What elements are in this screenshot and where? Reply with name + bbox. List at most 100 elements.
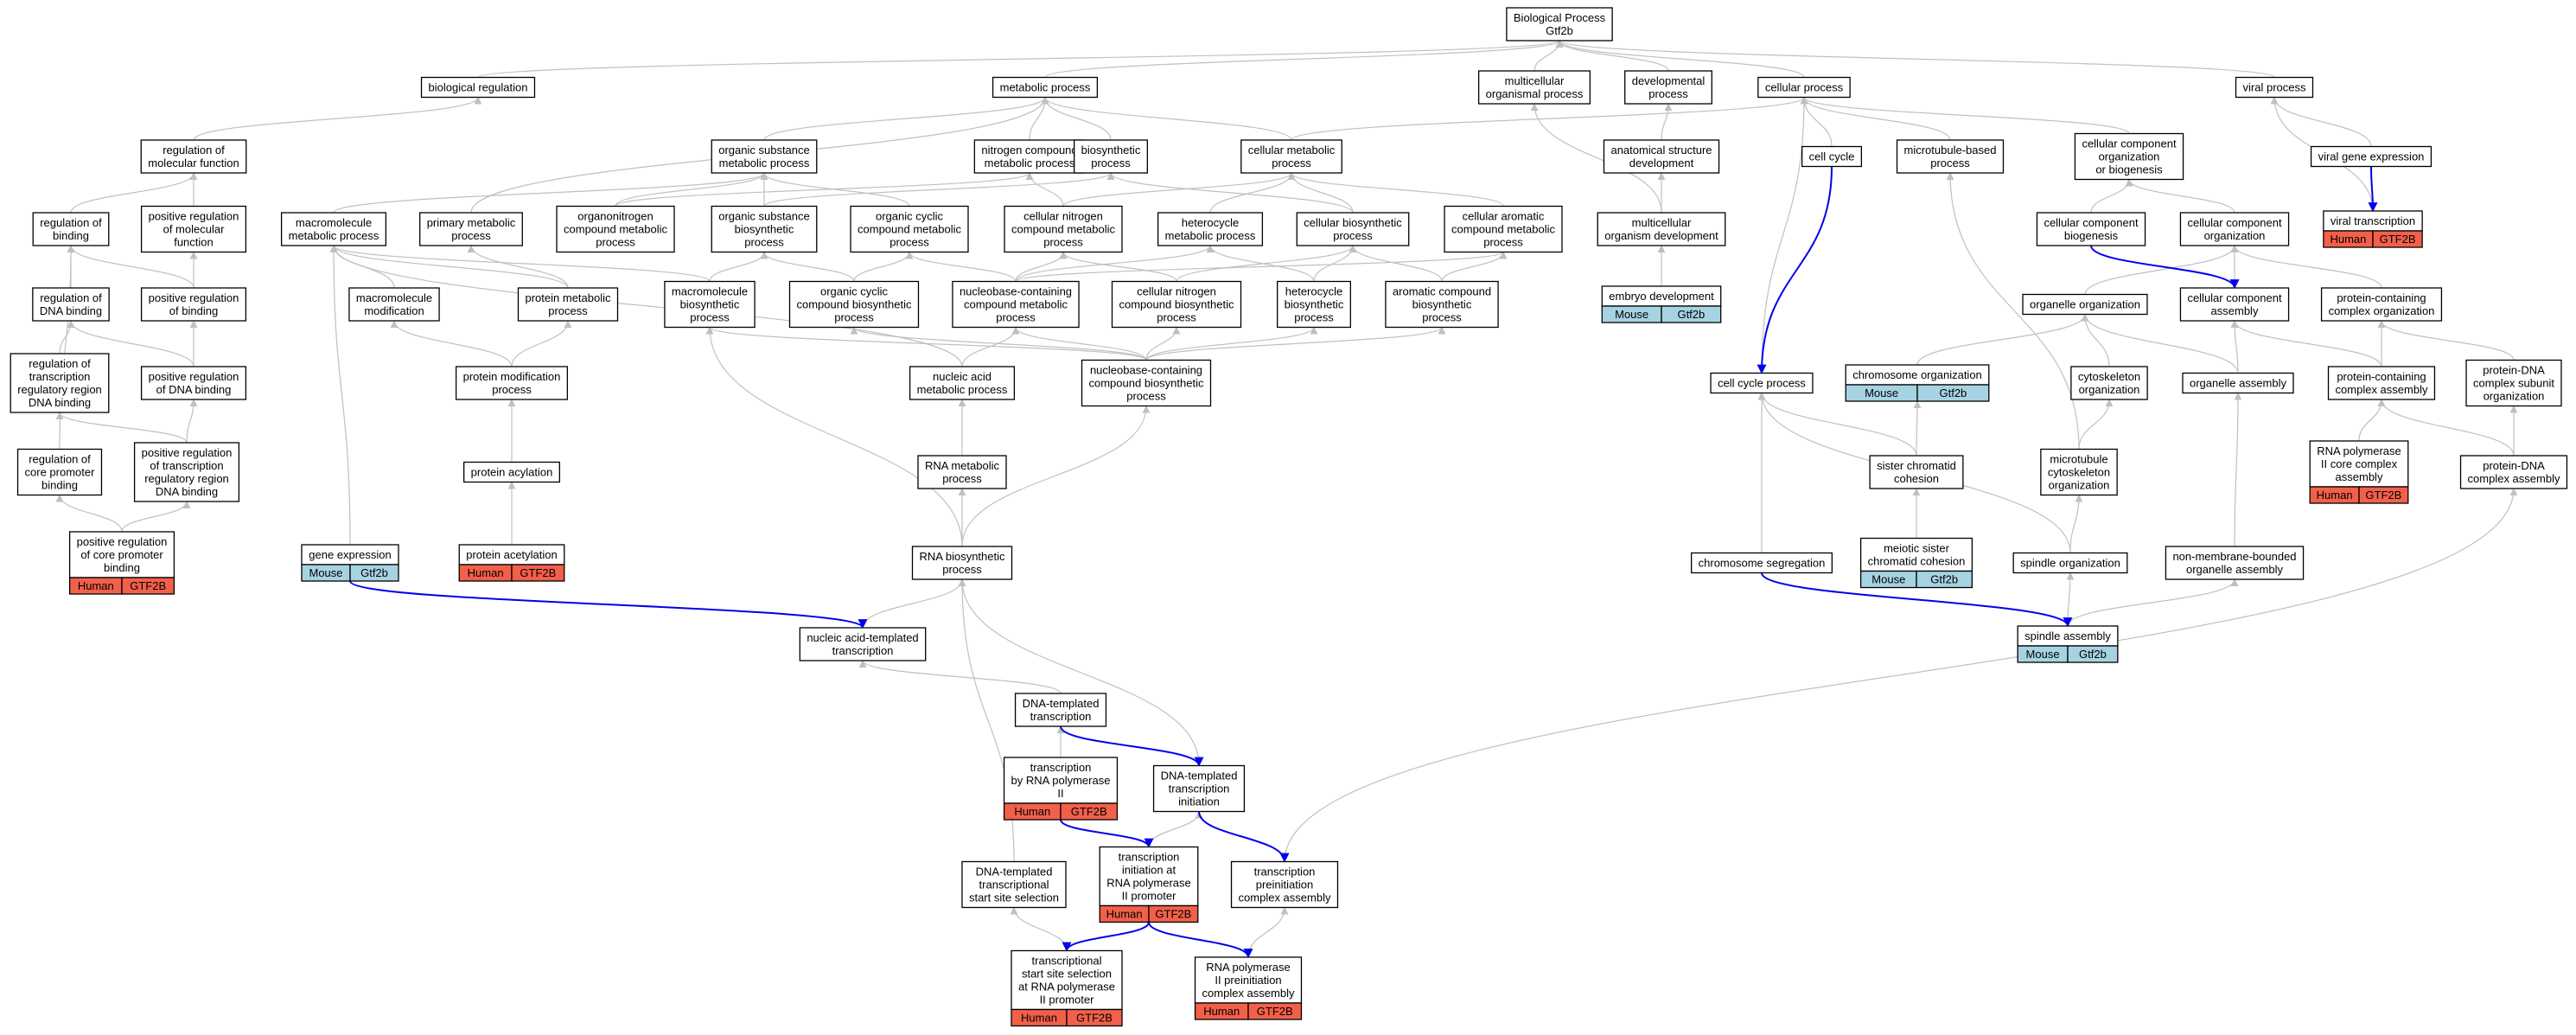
node-label-line: binding — [104, 561, 140, 574]
go-term-node[interactable]: cell cycle — [1801, 145, 1863, 168]
node-box — [1710, 372, 1814, 394]
is-a-edge — [1145, 326, 1181, 361]
go-term-node[interactable]: chromosome segregation — [1690, 552, 1833, 574]
gene-symbol-cell-bg — [121, 577, 175, 595]
node-label-line: of core promoter — [80, 548, 163, 561]
go-term-node[interactable]: cell cycle process — [1710, 372, 1814, 394]
node-label-line: positive regulation — [77, 535, 168, 548]
node-box — [909, 366, 1016, 400]
node-label-line: metabolic process — [1000, 81, 1091, 94]
node-box — [68, 531, 175, 578]
node-label-line: organic substance — [718, 210, 810, 223]
go-term-node[interactable]: viral gene expression — [2310, 145, 2433, 168]
go-term-node[interactable]: organelle organization — [2022, 293, 2148, 316]
go-term-node[interactable]: viral process — [2235, 76, 2314, 99]
go-term-node[interactable]: organelle assembly — [2182, 372, 2294, 394]
go-term-node[interactable]: protein acylation — [463, 461, 560, 483]
node-label-line: protein modification — [463, 370, 561, 383]
go-term-node[interactable]: cellular process — [1757, 76, 1851, 99]
node-label-line: cellular component — [2082, 137, 2177, 150]
go-term-node[interactable]: metabolic process — [992, 76, 1099, 99]
node-label-line: protein-DNA — [2483, 459, 2545, 472]
node-label-line: viral process — [2243, 81, 2306, 94]
node-label-line: organization — [2484, 390, 2545, 403]
is-a-edge — [477, 40, 1564, 79]
node-box — [799, 627, 927, 661]
go-term-node[interactable]: spindle organization — [2012, 552, 2128, 574]
go-term-node[interactable]: biological regulation — [420, 76, 536, 99]
